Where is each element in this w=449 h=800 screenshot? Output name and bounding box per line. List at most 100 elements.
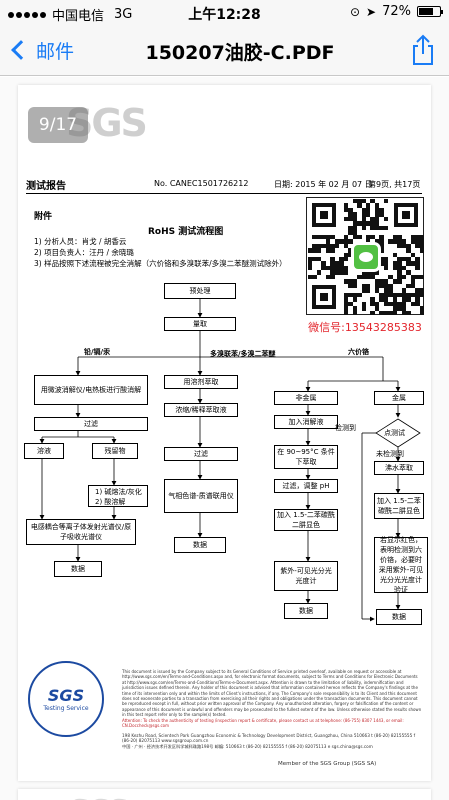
qr-module bbox=[410, 274, 416, 280]
qr-module bbox=[406, 261, 411, 266]
qr-module bbox=[392, 239, 398, 244]
back-label: 邮件 bbox=[36, 40, 75, 63]
qr-module bbox=[419, 248, 424, 253]
qr-module bbox=[406, 243, 411, 249]
qr-module bbox=[415, 239, 420, 244]
qr-module bbox=[343, 265, 349, 271]
qr-module bbox=[361, 225, 366, 231]
qr-module bbox=[308, 257, 313, 262]
qr-module bbox=[397, 279, 402, 284]
qr-module bbox=[388, 274, 393, 280]
qr-module bbox=[410, 234, 416, 240]
qr-module bbox=[374, 239, 380, 244]
qr-module bbox=[343, 234, 349, 240]
pdf-viewer[interactable]: 9/17 SGS 测试报告 No. CANEC1501726212 日期: 20… bbox=[0, 77, 449, 800]
note-line: 1) 分析人员：肖戈 / 胡香云 bbox=[34, 237, 127, 246]
qr-module bbox=[406, 292, 411, 298]
flow-step-concentrate: 浓缩/稀释萃取液 bbox=[164, 403, 238, 417]
qr-module bbox=[379, 239, 384, 244]
qr-module bbox=[316, 270, 322, 275]
header-divider bbox=[26, 193, 422, 194]
qr-module bbox=[308, 274, 313, 280]
qr-module bbox=[415, 297, 420, 302]
qr-module bbox=[343, 207, 349, 213]
qr-module bbox=[397, 261, 402, 266]
qr-module bbox=[419, 310, 424, 315]
qr-module bbox=[348, 225, 353, 231]
flow-step-digest: 用微波消解仪/电热板进行酸消解 bbox=[34, 375, 148, 405]
sgs-seal: SGS Testing Service bbox=[28, 661, 104, 737]
qr-module bbox=[352, 310, 358, 315]
flow-step-residue-treatment: 1) 碱熔法/灰化 2) 酸溶解 bbox=[88, 485, 148, 507]
back-button[interactable]: 邮件 bbox=[6, 34, 74, 66]
qr-finder bbox=[312, 203, 336, 227]
qr-module bbox=[325, 234, 331, 240]
qr-module bbox=[401, 274, 407, 280]
qr-module bbox=[370, 270, 375, 275]
qr-module bbox=[410, 239, 416, 244]
carrier-name: 中国电信 bbox=[52, 9, 105, 24]
qr-module bbox=[366, 203, 371, 208]
battery-percent: 72% bbox=[382, 4, 411, 19]
qr-module bbox=[366, 274, 371, 280]
qr-module bbox=[348, 292, 353, 298]
qr-module bbox=[357, 292, 362, 298]
qr-module bbox=[388, 292, 393, 298]
qr-module bbox=[352, 199, 358, 204]
qr-module bbox=[397, 292, 402, 298]
qr-module bbox=[401, 292, 407, 298]
legal-disclaimer: This document is issued by the Company s… bbox=[122, 669, 422, 728]
qr-module bbox=[383, 301, 389, 307]
qr-module bbox=[339, 270, 344, 275]
qr-module bbox=[325, 274, 331, 280]
qr-module bbox=[410, 252, 416, 257]
qr-module bbox=[379, 310, 384, 315]
qr-module bbox=[379, 243, 384, 249]
qr-module bbox=[401, 288, 407, 293]
qr-module bbox=[361, 283, 366, 289]
qr-module bbox=[415, 234, 420, 240]
qr-module bbox=[379, 212, 384, 217]
flowchart-title: RoHS 测试流程图 bbox=[148, 227, 224, 237]
qr-module bbox=[348, 279, 353, 284]
qr-module bbox=[410, 261, 416, 266]
qr-module bbox=[397, 270, 402, 275]
report-number: No. CANEC1501726212 bbox=[154, 179, 249, 188]
flow-step-filter: 过滤 bbox=[164, 447, 238, 461]
qr-module bbox=[401, 310, 407, 315]
qr-module bbox=[312, 274, 317, 280]
qr-module bbox=[321, 261, 326, 266]
qr-module bbox=[379, 279, 384, 284]
qr-module bbox=[406, 257, 411, 262]
qr-module bbox=[334, 265, 340, 271]
sgs-logo: SGS bbox=[70, 793, 129, 800]
flow-label-detected: 检测到 bbox=[335, 424, 356, 432]
qr-module bbox=[366, 212, 371, 217]
qr-module bbox=[406, 297, 411, 302]
qr-module bbox=[419, 306, 424, 311]
battery-fill bbox=[419, 8, 434, 15]
navigation-bar: 邮件 150207油胶-C.PDF bbox=[0, 24, 449, 76]
qr-module bbox=[312, 248, 317, 253]
share-button[interactable] bbox=[411, 34, 435, 66]
qr-code-icon bbox=[306, 197, 424, 315]
qr-module bbox=[334, 243, 340, 249]
qr-module bbox=[415, 243, 420, 249]
pdf-page[interactable]: 9/17 SGS 测试报告 No. CANEC1501726212 日期: 20… bbox=[18, 85, 431, 781]
address-cn: 中国 · 广州 · 经济技术开发区科学城科珠路198号 邮编: 510663 t… bbox=[122, 743, 373, 749]
qr-module bbox=[383, 288, 389, 293]
qr-module bbox=[374, 270, 380, 275]
qr-module bbox=[352, 230, 358, 235]
battery-icon bbox=[417, 6, 443, 17]
qr-module bbox=[370, 297, 375, 302]
qr-module bbox=[410, 279, 416, 284]
wechat-id: 微信号:13543285383 bbox=[308, 321, 422, 334]
qr-module bbox=[357, 274, 362, 280]
qr-module bbox=[388, 283, 393, 289]
wechat-icon bbox=[351, 242, 381, 272]
qr-module bbox=[397, 234, 402, 240]
next-pdf-page[interactable]: SGS bbox=[18, 789, 431, 800]
flow-step-data: 数据 bbox=[284, 603, 328, 619]
qr-module bbox=[392, 234, 398, 240]
address-en: 198 Kezhu Road, Scientech Park Guangzhou… bbox=[122, 733, 416, 744]
